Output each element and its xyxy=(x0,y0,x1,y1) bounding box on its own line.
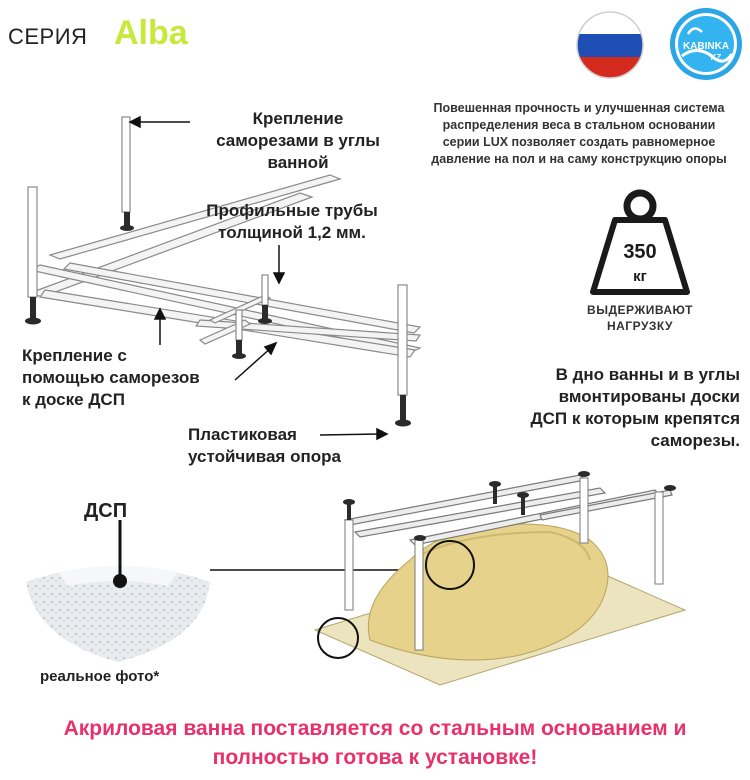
callout-corner-screws: Крепление саморезами в углы ванной xyxy=(216,109,380,172)
series-label: СЕРИЯ xyxy=(8,24,88,49)
footer-tagline: Акриловая ванна поставляется со стальным… xyxy=(63,717,687,769)
weight-unit: кг xyxy=(633,268,647,285)
steel-frame-illustration xyxy=(25,115,422,441)
pointer-line xyxy=(210,569,435,571)
dsp-label: ДСП xyxy=(84,500,128,522)
callout-board-mount: Крепление с помощью саморезов к доске ДС… xyxy=(22,346,200,409)
weight-value: 350 xyxy=(623,241,656,263)
logo-subtext: KZ xyxy=(711,53,722,62)
callout-profile-pipes: Профильные трубы толщиной 1,2 мм. xyxy=(206,201,378,242)
logo-text: KABINKA xyxy=(683,41,729,52)
callout-plastic-support: Пластиковая устойчивая опора xyxy=(188,425,341,466)
russia-flag-icon xyxy=(576,11,644,79)
weight-icon: 350 кг xyxy=(590,189,690,295)
kabinka-logo: KABINKA KZ xyxy=(670,8,742,80)
bathtub-illustration xyxy=(313,471,687,686)
callout-boards-embedded: В дно ванны и в углы вмонтированы доски … xyxy=(530,365,740,450)
photo-caption: реальное фото* xyxy=(40,668,160,685)
series-name: Alba xyxy=(114,14,188,52)
weight-caption: ВЫДЕРЖИВАЮТ НАГРУЗКУ xyxy=(587,303,693,333)
real-photo xyxy=(26,520,210,662)
description-text: Повешенная прочность и улучшенная систем… xyxy=(431,101,727,166)
